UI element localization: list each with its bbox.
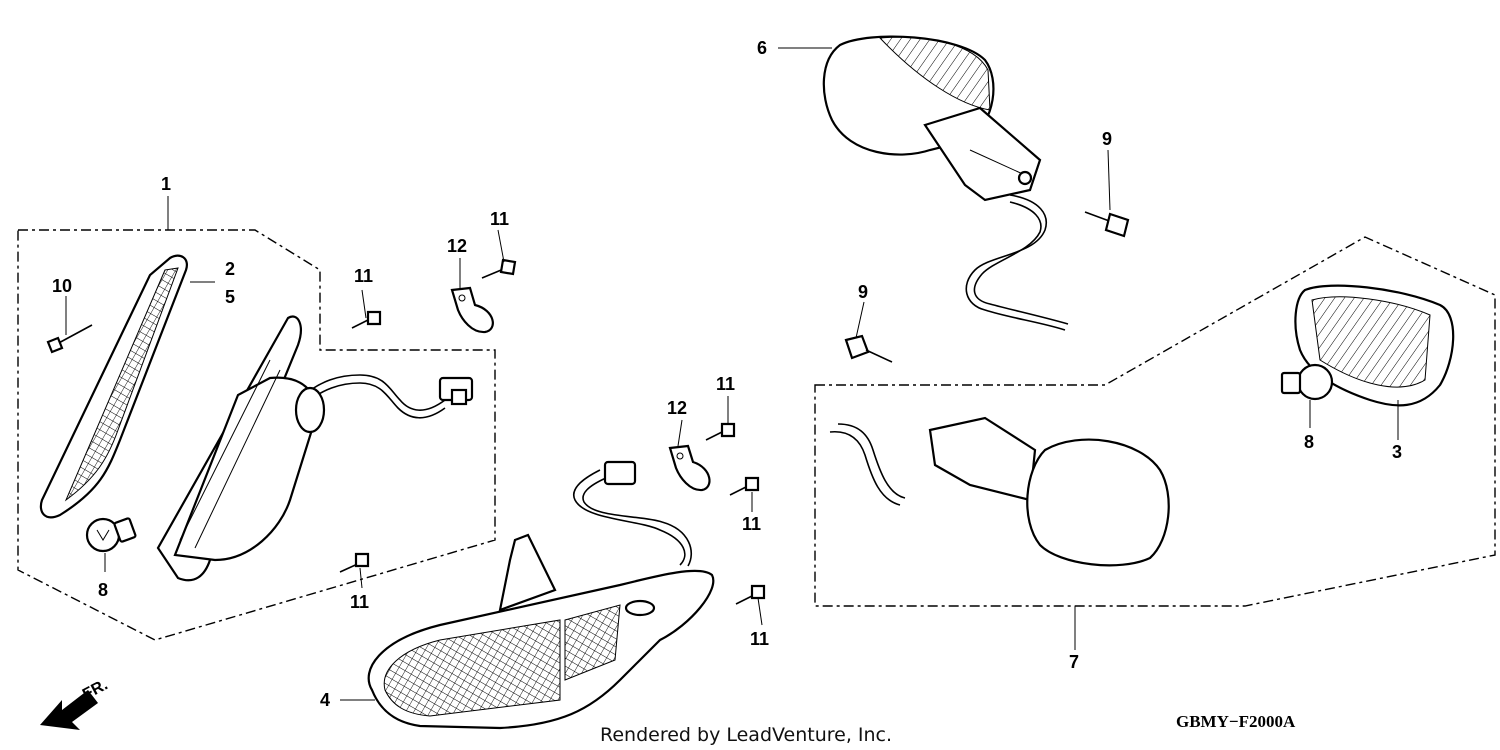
front-lamp-part-4: [367, 460, 715, 730]
part-callouts: 1 2 5 10 8 11 12 11 11 4 12 11 11 11 6 9…: [52, 38, 1402, 710]
assembly-boundary-left: [17, 229, 496, 641]
screw-part-11-center-a: [705, 422, 736, 441]
bracket-part-12-center: [668, 444, 711, 492]
leader-lines: [65, 47, 1399, 701]
screw-part-11-left: [339, 552, 370, 573]
callout-1: 1: [161, 174, 171, 194]
callout-11-c: 11: [350, 592, 369, 612]
callout-9-a: 9: [1102, 129, 1112, 149]
screw-part-11-top: [351, 310, 382, 329]
callout-12-b: 12: [667, 398, 687, 418]
callout-11-d: 11: [716, 374, 735, 394]
front-direction-indicator: FR.: [40, 676, 111, 730]
diagram-code: GBMY−F2000A: [1176, 712, 1296, 731]
winker-part-6: [822, 35, 1069, 331]
housing-left: [156, 315, 474, 582]
callout-11-e: 11: [742, 514, 761, 534]
winker-body-part-7: [829, 416, 1170, 567]
bolt-part-9-mid: [844, 334, 893, 363]
callout-5: 5: [225, 287, 235, 307]
callout-8-right: 8: [1304, 432, 1314, 452]
screw-part-10: [46, 324, 93, 354]
assembly-boundary-right: [814, 236, 1496, 607]
bracket-part-12-top: [450, 286, 494, 334]
screw-part-11-upper: [481, 258, 517, 279]
bolt-part-9-top: [1084, 211, 1130, 238]
screw-part-11-center-c: [735, 584, 766, 605]
callout-8-left: 8: [98, 580, 108, 600]
callout-10: 10: [52, 276, 72, 296]
front-arrow-icon: [40, 690, 98, 730]
bulb-part-8-left: [85, 517, 137, 553]
callout-11-a: 11: [354, 266, 373, 286]
screw-part-11-center-b: [729, 476, 760, 496]
callout-7: 7: [1069, 652, 1079, 672]
callout-9-b: 9: [858, 282, 868, 302]
bulb-part-8-right: [1280, 363, 1334, 401]
lens-part-3: [1294, 284, 1455, 407]
lens-part-2-5: [39, 254, 188, 519]
callout-6: 6: [757, 38, 767, 58]
callout-11-f: 11: [750, 629, 769, 649]
callout-4: 4: [320, 690, 330, 710]
callout-2: 2: [225, 259, 235, 279]
callout-11-b: 11: [490, 209, 509, 229]
callout-12-a: 12: [447, 236, 467, 256]
render-credit: Rendered by LeadVenture, Inc.: [600, 724, 892, 746]
callout-3: 3: [1392, 442, 1402, 462]
